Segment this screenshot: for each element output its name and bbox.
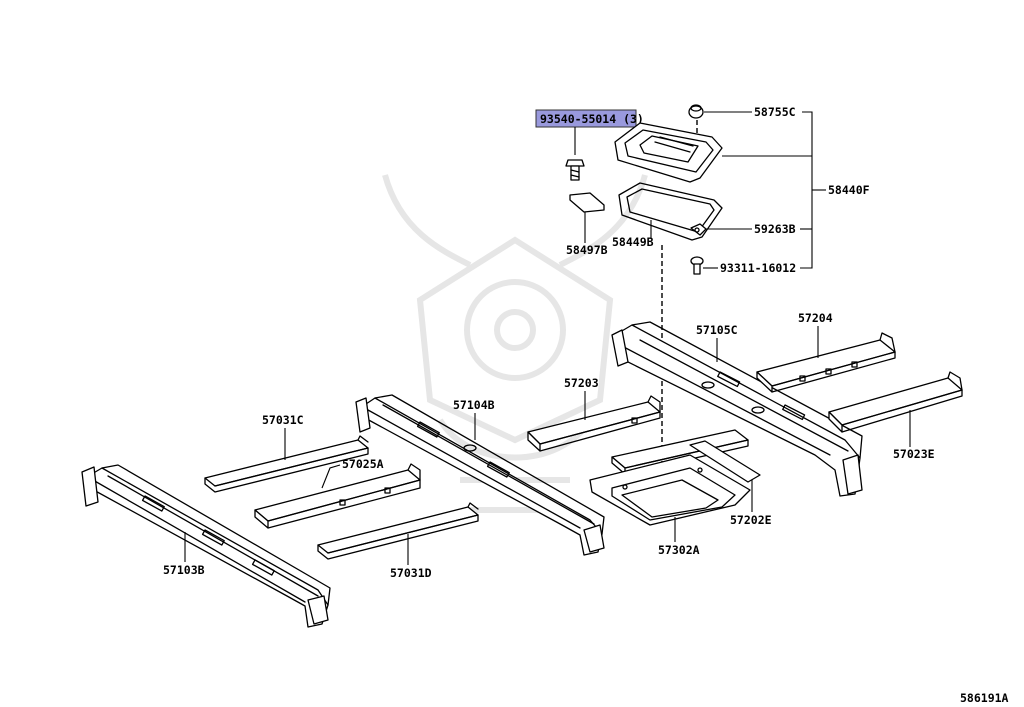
crossmember-57105C [611,321,863,497]
member-57204 [756,332,896,393]
label-57105C: 57105C [696,323,738,337]
watermark-emblem [382,174,648,513]
cap-58755C [688,104,704,119]
bracket-58497B [569,192,605,213]
member-57202E [611,429,761,483]
label-93540-55014: 93540-55014 (3) [540,112,644,126]
member-57203 [527,395,661,452]
label-57023E: 57023E [893,447,935,461]
label-57203: 57203 [564,376,599,390]
bolt-icon [565,159,585,181]
gasket-58449B [618,182,723,241]
label-59263B: 59263B [754,222,796,236]
crossmember-57104B [355,394,605,556]
label-93311-16012: 93311-16012 [720,261,796,275]
label-57204: 57204 [798,311,833,325]
label-58449B: 58449B [612,235,654,249]
screw-93311 [690,256,704,275]
label-58497B: 58497B [566,243,608,257]
label-58440F: 58440F [828,183,870,197]
label-57025A: 57025A [342,457,384,471]
member-57031D [317,502,479,560]
label-58755C: 58755C [754,105,796,119]
lid-58440F [614,122,723,183]
member-57023E [828,371,963,433]
label-57031C: 57031C [262,413,304,427]
label-57031D: 57031D [390,566,432,580]
highlight-box [535,109,637,128]
label-57202E: 57202E [730,513,772,527]
diagram-id: 586191A [960,691,1009,705]
floor-pan-57302A [589,454,751,526]
member-57031C [204,435,369,493]
label-57103B: 57103B [163,563,205,577]
crossmember-57103B [81,464,331,628]
part-93540-55014[interactable]: 93540-55014 (3) [535,109,644,128]
label-57104B: 57104B [453,398,495,412]
member-57025A [254,463,421,529]
label-57302A: 57302A [658,543,700,557]
